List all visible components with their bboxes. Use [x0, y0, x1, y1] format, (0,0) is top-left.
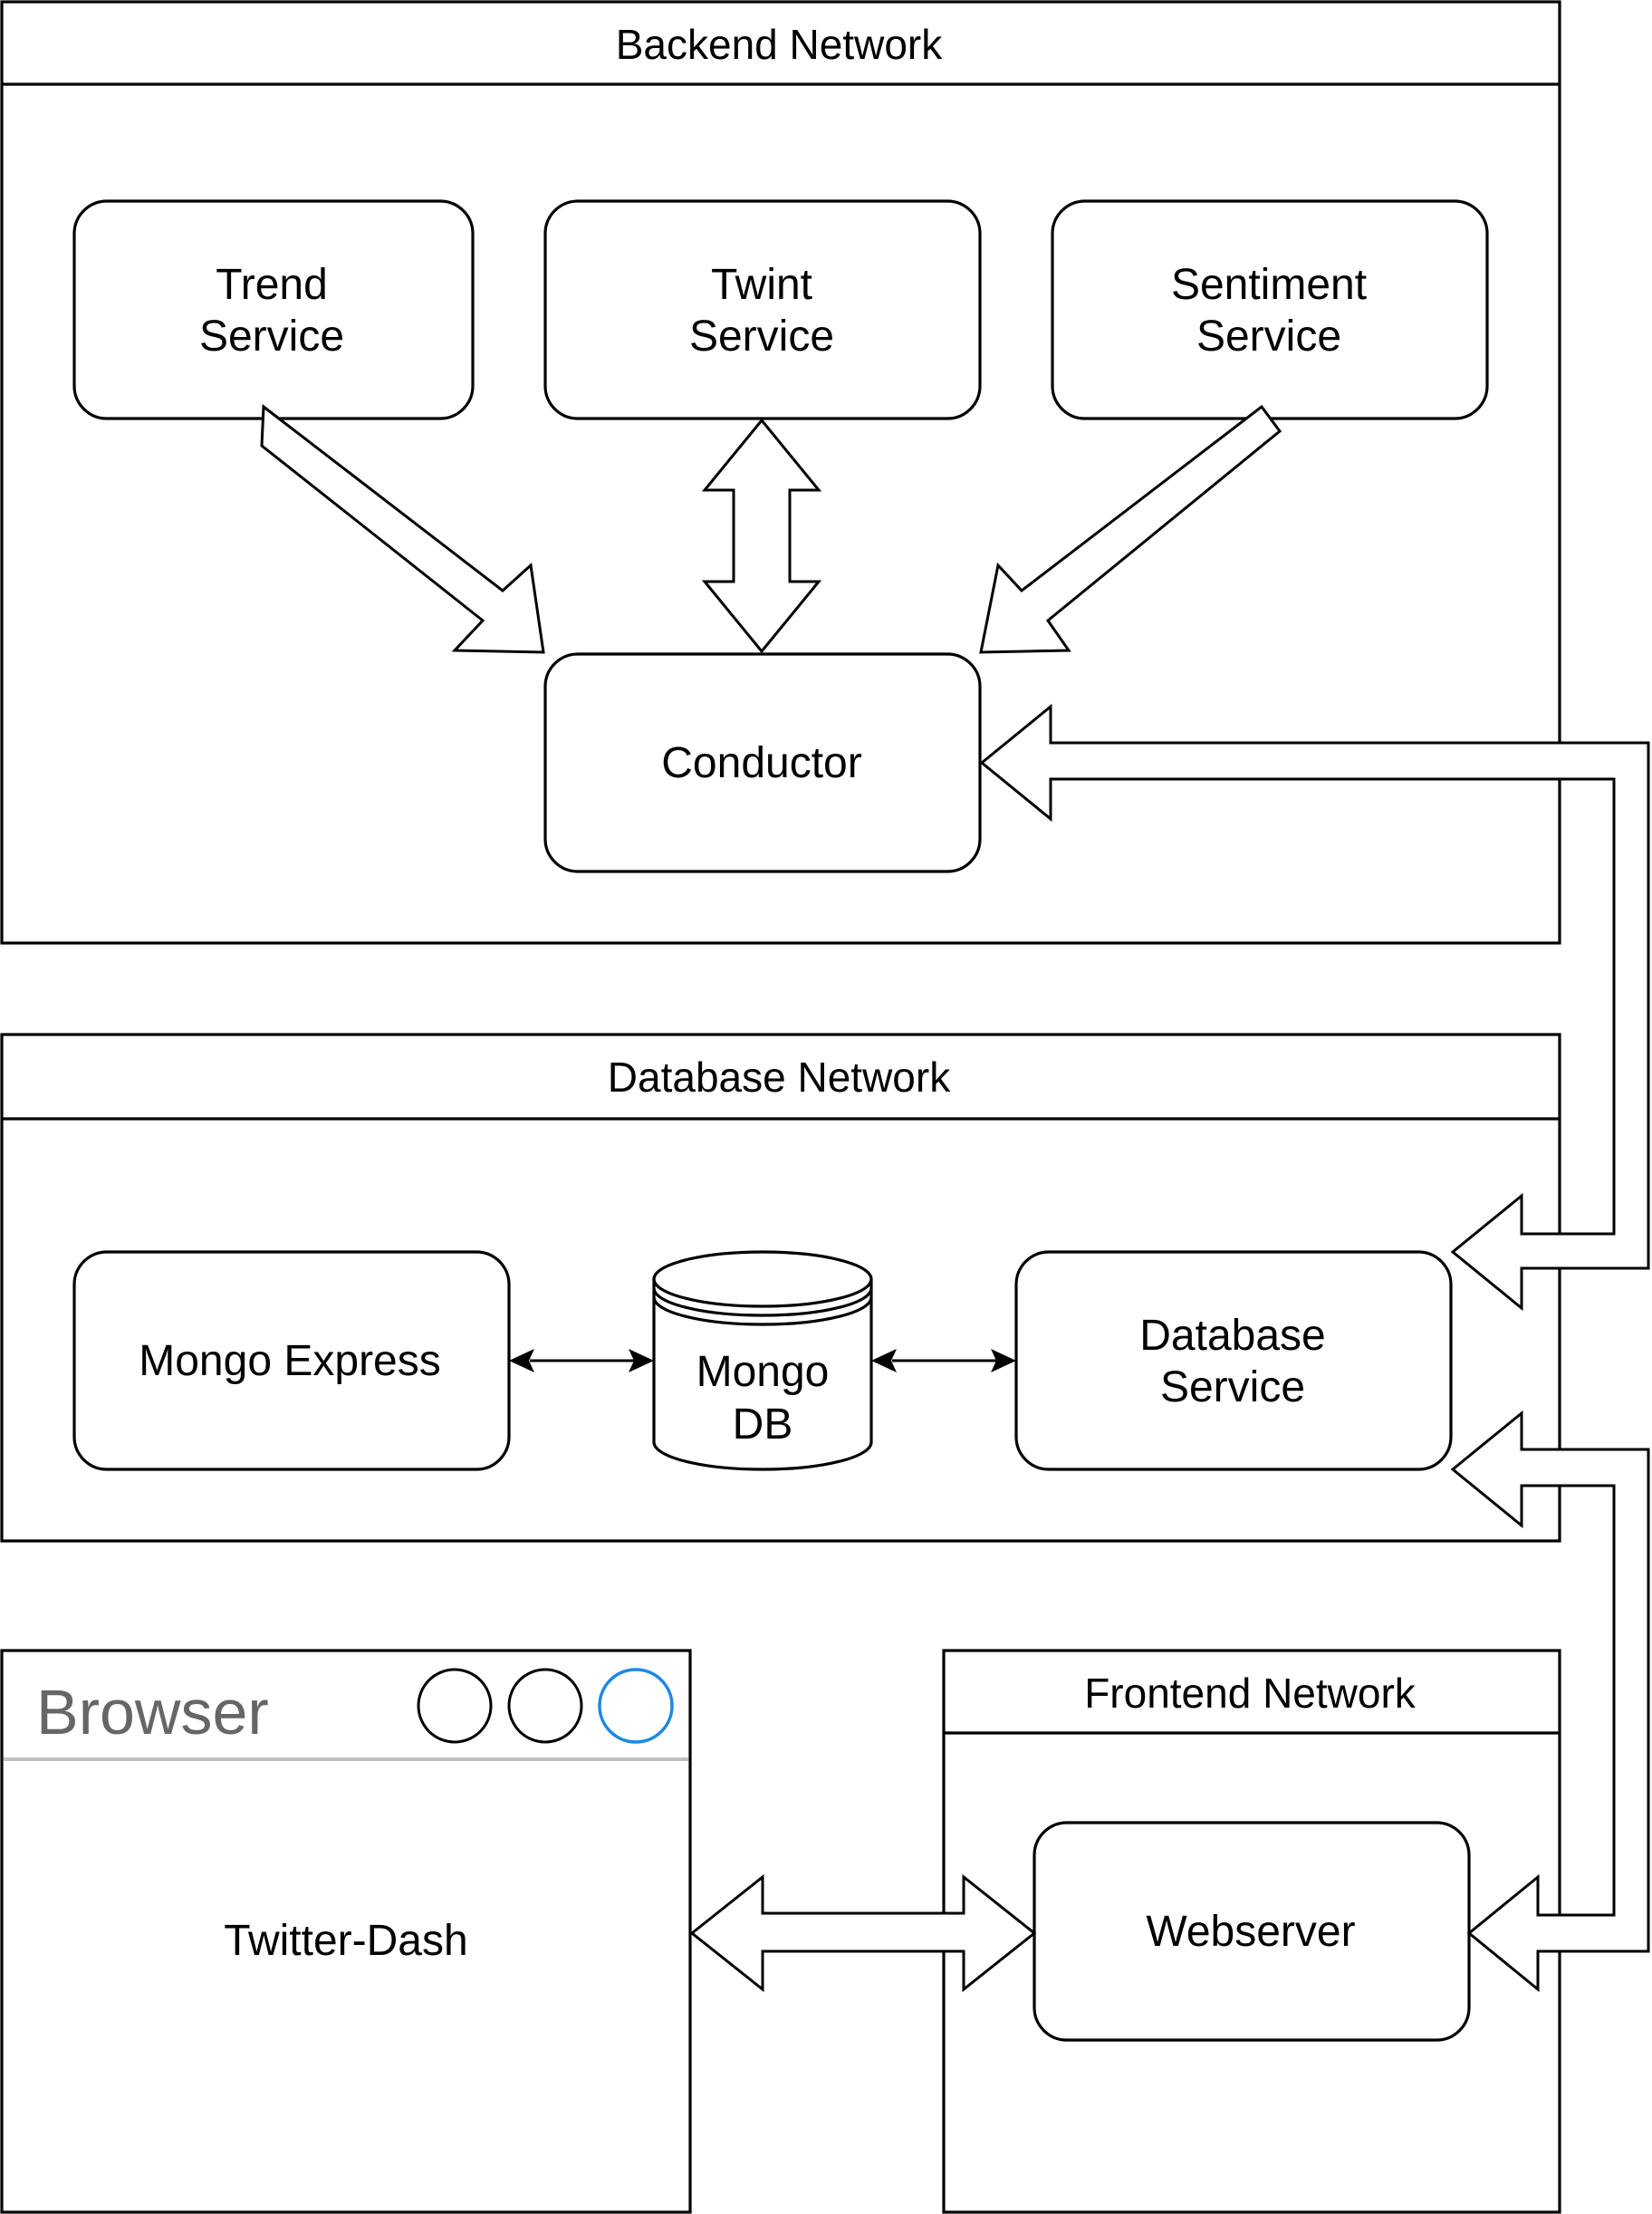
trend-service-label-line1: Trend: [216, 261, 328, 309]
browser-window-control-icon[interactable]: [507, 1668, 583, 1744]
database-service-to-conductor-arrow: [979, 703, 1650, 1312]
browser-content-label: Twitter-Dash: [224, 1917, 467, 1965]
webserver-to-database-service-arrow: [1450, 1410, 1650, 1993]
browser-window-control-icon[interactable]: [417, 1668, 493, 1744]
browser-webserver-bidirectional-arrow: [689, 1873, 1037, 1993]
sentiment-service-label-line2: Service: [1196, 313, 1341, 361]
twint-conductor-bidirectional-arrow: [701, 418, 822, 654]
database-service-label-line2: Service: [1160, 1363, 1305, 1411]
frontend-network-title: Frontend Network: [1084, 1670, 1417, 1717]
twint-service-label-line2: Service: [689, 313, 834, 361]
browser-window: Browser Twitter-Dash: [0, 1649, 692, 2214]
mongo-db-label-line1: Mongo: [696, 1348, 830, 1396]
webserver-node[interactable]: Webserver: [1032, 1821, 1471, 2042]
browser-window-control-accent-icon[interactable]: [598, 1668, 674, 1744]
twint-service-label-line1: Twint: [711, 261, 812, 309]
trend-service-node[interactable]: Trend Service: [72, 199, 475, 420]
browser-title: Browser: [36, 1677, 269, 1747]
mongo-express-mongodb-connector: [509, 1349, 654, 1372]
conductor-label: Conductor: [661, 739, 861, 787]
webserver-label: Webserver: [1146, 1908, 1355, 1956]
twint-service-node[interactable]: Twint Service: [543, 199, 982, 420]
trend-to-conductor-arrow: [260, 404, 545, 654]
database-service-node[interactable]: Database Service: [1014, 1250, 1453, 1471]
backend-network-title: Backend Network: [616, 21, 943, 68]
conductor-node[interactable]: Conductor: [543, 652, 982, 873]
database-service-label-line1: Database: [1139, 1312, 1325, 1360]
trend-service-label-line2: Service: [199, 313, 344, 361]
mongo-db-node[interactable]: Mongo DB: [652, 1250, 873, 1471]
mongo-express-node[interactable]: Mongo Express: [72, 1250, 511, 1471]
mongo-db-label-line2: DB: [733, 1401, 793, 1449]
mongodb-database-service-connector: [871, 1349, 1016, 1372]
sentiment-service-node[interactable]: Sentiment Service: [1051, 199, 1489, 420]
sentiment-to-conductor-arrow: [979, 404, 1282, 654]
mongo-express-label: Mongo Express: [139, 1337, 441, 1385]
database-network-title: Database Network: [608, 1054, 951, 1101]
sentiment-service-label-line1: Sentiment: [1171, 261, 1367, 309]
